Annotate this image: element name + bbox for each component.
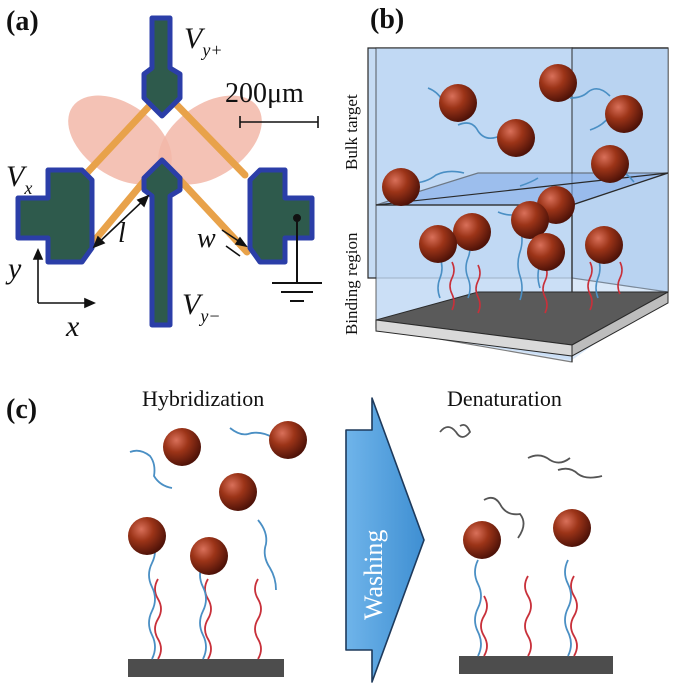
dna-strands-left [129,427,277,660]
electrode-vx [15,167,95,265]
bead [269,421,307,459]
step-hybridization-label: Hybridization [142,386,264,411]
substrate-left [128,659,284,677]
electrode-right [247,167,315,265]
terminal-vy-minus-label: Vy− [182,288,220,326]
bead [219,473,257,511]
electrode-vy-minus [141,157,183,328]
axes [32,248,96,309]
panel-c-label: (c) [6,394,37,425]
dna-strands-right [439,423,603,657]
bead [539,64,577,102]
bead [419,225,457,263]
panel-c: (c) Hybridization Denaturation Washing [6,386,613,683]
panel-a: (a) l [5,6,322,343]
dimension-w [221,229,248,257]
substrate-right [459,656,613,674]
dimension-l-label: l [118,218,126,249]
ground-symbol [272,214,322,302]
bead [497,119,535,157]
bead [553,509,591,547]
bead [382,168,420,206]
scale-bar-label: 200μm [225,78,304,109]
bead [163,428,201,466]
terminal-vx-label: Vx [6,160,32,198]
bead [128,517,166,555]
washing-arrow[interactable] [345,397,425,683]
panel-b-label: (b) [370,4,404,35]
axis-y-label: y [5,252,22,285]
bead [527,233,565,271]
substrate-side [571,291,669,357]
beads-panel-c-left [128,421,307,575]
bead [605,95,643,133]
wires [81,96,251,256]
scale-bar [239,116,319,128]
washing-arrow-label: Washing [359,530,388,620]
bead [463,521,501,559]
region-binding-label: Binding region [342,232,361,335]
bead [591,145,629,183]
bead [453,213,491,251]
dimension-l [92,194,150,249]
bead [585,226,623,264]
electrode-vy-plus [141,15,183,119]
axis-x-label: x [65,310,80,343]
step-denaturation-label: Denaturation [447,386,562,411]
bead [439,84,477,122]
dimension-w-label: w [197,223,216,254]
bead [190,537,228,575]
beads-panel-c-right [463,509,591,559]
region-bulk-label: Bulk target [342,94,361,170]
terminal-vy-plus-label: Vy+ [184,22,222,60]
panel-a-label: (a) [6,6,39,37]
panel-b: (b) [342,4,669,363]
